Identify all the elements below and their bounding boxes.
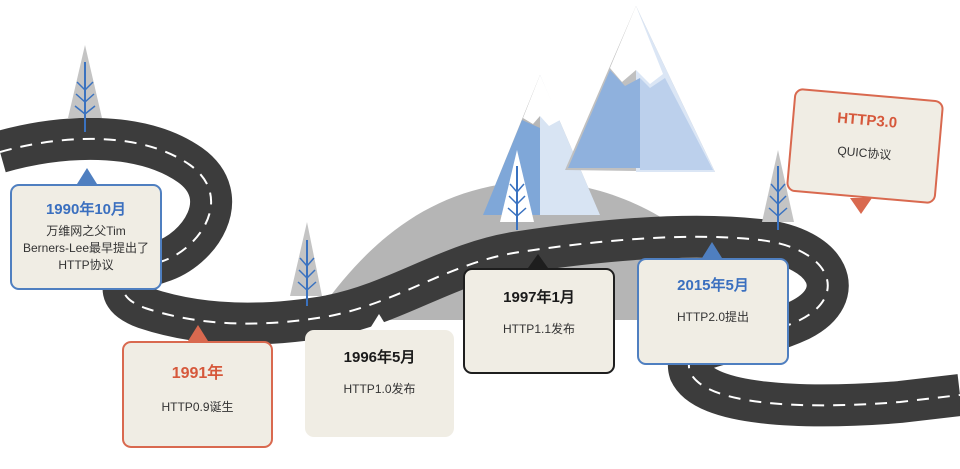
milestone-title: 1990年10月 [45,201,127,218]
pointer-arrow-icon [188,325,208,341]
milestone-title: 1997年1月 [503,289,575,306]
milestone-card-http3: HTTP3.0 QUIC协议 [785,87,945,205]
pointer-arrow-icon [369,314,389,330]
milestone-desc: HTTP1.0发布 [343,382,416,396]
tree-icon [68,45,102,132]
milestone-desc: HTTP2.0提出 [676,310,749,324]
milestone-desc: HTTP0.9诞生 [161,400,234,414]
milestone-card-1996: 1996年5月 HTTP1.0发布 [305,330,454,437]
milestone-title: 2015年5月 [677,277,749,294]
pointer-arrow-icon [528,254,548,268]
milestone-title: HTTP3.0 [836,109,898,132]
milestone-desc: HTTP1.1发布 [502,322,575,336]
pointer-arrow-icon [77,168,97,184]
pointer-arrow-icon [850,198,872,214]
milestone-card-1991: 1991年 HTTP0.9诞生 [122,341,273,448]
milestone-title: 1991年 [171,365,224,382]
tree-icon [290,222,322,306]
milestone-title: 1996年5月 [343,349,416,366]
milestone-desc: QUIC协议 [836,143,892,163]
milestone-card-2015: 2015年5月 HTTP2.0提出 [637,258,789,365]
tree-icon [500,150,534,230]
milestone-card-1997: 1997年1月 HTTP1.1发布 [463,268,615,374]
tree-icon [762,150,794,230]
milestone-card-1990: 1990年10月 万维网之父Tim Berners-Lee最早提出了 HTTP协… [10,184,162,290]
mountain-big [565,6,715,172]
milestone-desc: 万维网之父Tim Berners-Lee最早提出了 HTTP协议 [22,224,150,272]
pointer-arrow-icon [702,242,722,258]
